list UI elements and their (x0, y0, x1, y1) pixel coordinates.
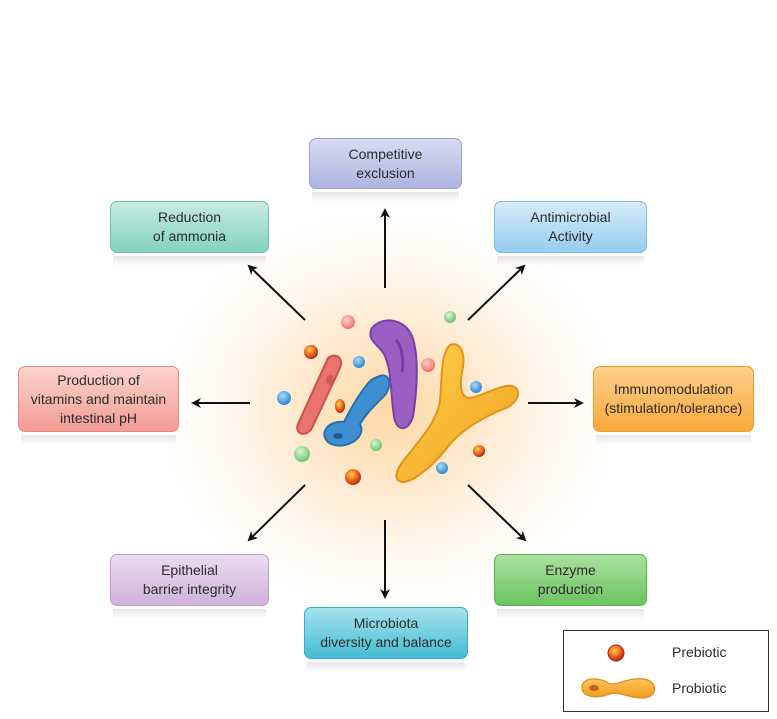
box-immunomodulation: Immunomodulation (stimulation/tolerance) (593, 366, 754, 445)
box-production-of-vitamins: Production of vitamins and maintain intest… (18, 366, 179, 445)
particles (277, 311, 485, 485)
box-competitive-exclusion: Competitive exclusion (309, 138, 462, 202)
box-line: of ammonia (152, 228, 227, 244)
box-enzyme-production: Enzyme production (494, 554, 647, 619)
arrow-up-right (467, 264, 526, 321)
arrow-up-left (247, 264, 306, 321)
legend-probiotic-label: Probiotic (672, 680, 727, 696)
box-line: Immunomodulation (613, 381, 734, 397)
blue-bacterium-icon (323, 374, 391, 447)
box-line: Production of (57, 371, 140, 388)
legend: Prebiotic Probiotic (563, 630, 769, 712)
center-glow (170, 220, 610, 600)
red-bacterium-icon (296, 354, 342, 435)
prebiotic-icon (607, 644, 625, 662)
orange-bacterium-icon (395, 343, 519, 484)
arrow-down-left (247, 484, 306, 542)
purple-bacterium-icon (369, 319, 418, 429)
arrows (191, 208, 584, 599)
box-line: Microbiota (353, 615, 419, 631)
box-microbiota-diversity: Microbiota diversity and balance (304, 607, 468, 672)
box-line: vitamins and maintain (30, 390, 167, 407)
box-reduction-of-ammonia: Reduction of ammonia (110, 201, 269, 266)
box-line: Enzyme (545, 562, 596, 578)
box-line: Epithelial (161, 562, 218, 578)
box-line: Activity (548, 228, 593, 244)
box-line: intestinal pH (59, 409, 138, 426)
box-line: Competitive (348, 145, 423, 162)
box-line: barrier integrity (142, 581, 237, 597)
arrow-down-right (467, 484, 527, 542)
legend-icons (581, 644, 656, 699)
probiotic-icon (581, 678, 656, 699)
box-epithelial-barrier-integrity: Epithelial barrier integrity (110, 554, 269, 619)
box-line: Antimicrobial (530, 209, 611, 225)
box-line: diversity and balance (320, 634, 452, 650)
box-line: (stimulation/tolerance) (604, 400, 743, 416)
legend-prebiotic-label: Prebiotic (672, 644, 727, 660)
box-line: exclusion (356, 164, 415, 181)
box-line: production (537, 581, 604, 597)
box-line: Reduction (157, 209, 222, 225)
